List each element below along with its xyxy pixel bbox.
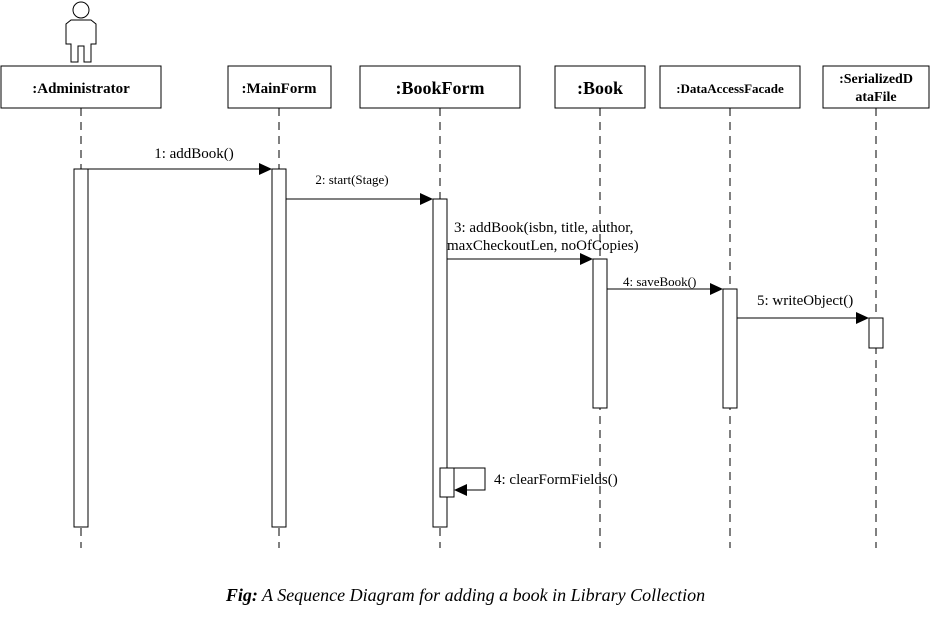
lifeline-mainform: :MainForm <box>227 65 332 109</box>
lifeline-facade: :DataAccessFacade <box>659 65 801 109</box>
message-1-label: 1: addBook() <box>154 146 234 162</box>
lifeline-mainform-label: :MainForm <box>242 81 317 97</box>
activation-book <box>592 258 608 409</box>
activation-facade <box>722 288 738 409</box>
activation-admin <box>73 168 89 528</box>
caption-text: A Sequence Diagram for adding a book in … <box>257 585 706 605</box>
message-2-arrowhead <box>420 193 433 205</box>
message-1-arrowhead <box>259 163 272 175</box>
message-4-arrowhead <box>710 283 723 295</box>
message-self-clear-label: 4: clearFormFields() <box>494 472 618 488</box>
activation-datafile <box>868 317 884 349</box>
message-self-clear: 4: clearFormFields() <box>454 467 618 496</box>
message-1: 1: addBook() <box>88 146 272 175</box>
message-3-label-line1: 3: addBook(isbn, title, author, <box>454 220 633 236</box>
message-4-label: 4: saveBook() <box>623 274 696 289</box>
actor-icon <box>65 1 97 63</box>
lifeline-book-label: :Book <box>577 78 623 98</box>
message-3-arrowhead <box>580 253 593 265</box>
figure-caption: Fig: A Sequence Diagram for adding a boo… <box>0 585 931 606</box>
message-5: 5: writeObject() <box>737 293 869 324</box>
message-5-label: 5: writeObject() <box>757 293 853 309</box>
message-5-arrowhead <box>856 312 869 324</box>
lifeline-bookform-label: :BookForm <box>396 78 485 98</box>
lifeline-facade-label: :DataAccessFacade <box>676 81 784 96</box>
lifeline-admin-label: :Administrator <box>32 81 130 97</box>
activation-mainform <box>271 168 287 528</box>
lifeline-book: :Book <box>554 65 646 109</box>
lifeline-datafile-label-line2: ataFile <box>855 90 896 105</box>
message-3-label-line2: maxCheckoutLen, noOfCopies) <box>447 238 639 254</box>
caption-prefix: Fig: <box>225 585 258 605</box>
message-self-clear-arrowhead <box>454 484 467 496</box>
message-2: 2: start(Stage) <box>286 172 433 205</box>
message-4: 4: saveBook() <box>607 274 723 295</box>
lifeline-datafile: :SerializedD ataFile <box>822 65 930 109</box>
message-2-label: 2: start(Stage) <box>315 172 388 187</box>
lifeline-admin: :Administrator <box>0 65 162 109</box>
lifeline-datafile-label-line1: :SerializedD <box>839 72 913 87</box>
activation-bookform <box>432 198 448 528</box>
message-3: 3: addBook(isbn, title, author, maxCheck… <box>447 220 639 265</box>
lifeline-bookform: :BookForm <box>359 65 521 109</box>
activation-bookform-self <box>439 467 455 498</box>
